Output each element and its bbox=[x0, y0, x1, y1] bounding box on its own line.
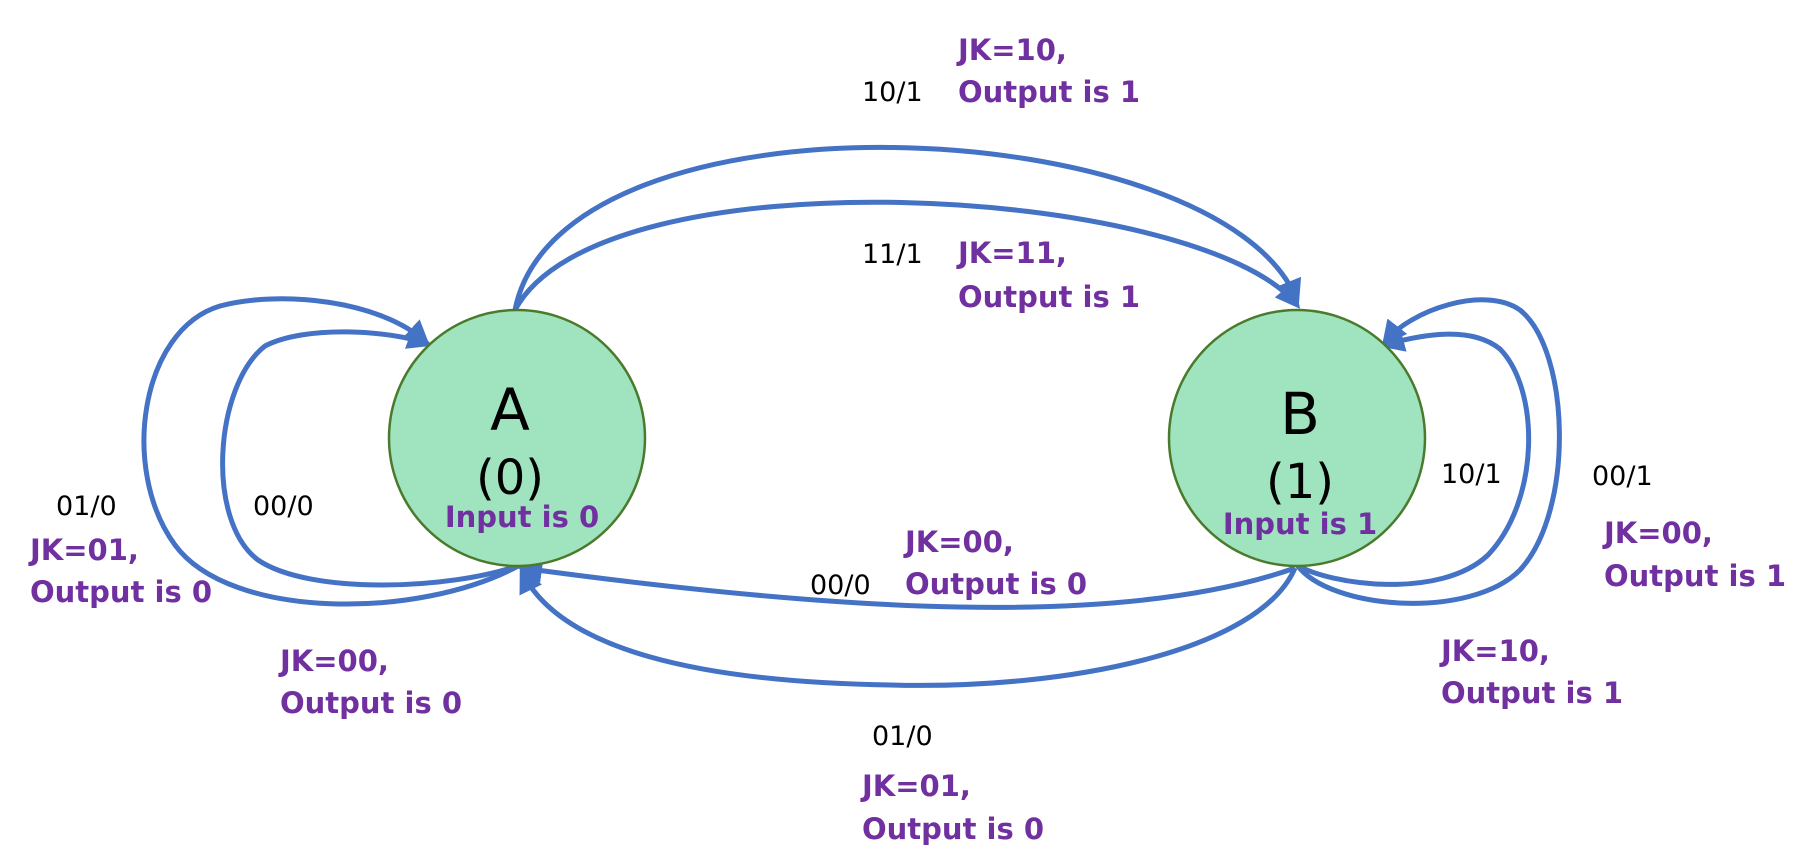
transition-a-to-b-outer: 10/1 JK=10, Output is 1 bbox=[862, 33, 1140, 109]
transition-note-line1: JK=00, bbox=[278, 644, 389, 678]
transition-label: 10/1 bbox=[862, 77, 923, 108]
edges bbox=[141, 145, 1562, 688]
edge-a-self-inner bbox=[220, 325, 521, 588]
state-a-name: A bbox=[490, 376, 530, 444]
state-b-code: (1) bbox=[1266, 454, 1334, 510]
transition-note-line1: JK=10, bbox=[956, 33, 1067, 67]
transition-note-line2: Output is 0 bbox=[905, 567, 1087, 601]
state-b-circle bbox=[1167, 308, 1427, 568]
transition-label: 11/1 bbox=[862, 239, 923, 270]
transition-b-self-inner: 10/1 JK=10, Output is 1 bbox=[1439, 459, 1623, 710]
state-a-code: (0) bbox=[476, 450, 544, 506]
transition-note-line1: JK=01, bbox=[860, 769, 971, 803]
transition-label: 01/0 bbox=[56, 491, 117, 522]
transition-note-line2: Output is 0 bbox=[862, 812, 1044, 846]
transition-label: 01/0 bbox=[872, 721, 933, 752]
transition-note-line1: JK=11, bbox=[956, 236, 1067, 270]
transition-label: 00/0 bbox=[810, 570, 871, 601]
state-a: A (0) Input is 0 bbox=[387, 308, 647, 568]
transition-note-line1: JK=00, bbox=[903, 525, 1014, 559]
transition-note-line2: Output is 1 bbox=[1604, 559, 1786, 593]
edge-b-to-a-lower bbox=[519, 567, 1298, 688]
state-b-note: Input is 1 bbox=[1223, 507, 1377, 541]
state-a-note: Input is 0 bbox=[445, 500, 599, 534]
transition-note-line1: JK=00, bbox=[1602, 516, 1713, 550]
transition-a-self-outer: 01/0 JK=01, Output is 0 bbox=[28, 491, 212, 609]
state-b-name: B bbox=[1280, 380, 1320, 448]
edge-b-to-a-upper bbox=[517, 558, 1296, 610]
transition-label: 00/0 bbox=[253, 491, 314, 522]
transition-label: 10/1 bbox=[1441, 459, 1502, 490]
transition-note-line2: Output is 1 bbox=[1441, 676, 1623, 710]
transition-a-self-inner: 00/0 JK=00, Output is 0 bbox=[253, 491, 462, 720]
transition-note-line2: Output is 0 bbox=[30, 575, 212, 609]
edge-b-self-inner bbox=[1295, 327, 1532, 587]
edge-a-to-b-outer bbox=[512, 145, 1302, 311]
transition-label: 00/1 bbox=[1592, 461, 1653, 492]
transition-b-self-outer: 00/1 JK=00, Output is 1 bbox=[1592, 461, 1786, 593]
edge-b-self-outer bbox=[1294, 297, 1562, 606]
edge-a-to-b-inner bbox=[512, 199, 1301, 312]
transition-note-line1: JK=10, bbox=[1439, 634, 1550, 668]
transition-note-line2: Output is 1 bbox=[958, 75, 1140, 109]
state-a-circle bbox=[387, 308, 647, 568]
transition-note-line2: Output is 0 bbox=[280, 686, 462, 720]
state-b: B (1) Input is 1 bbox=[1167, 308, 1427, 568]
transition-b-to-a-lower: 01/0 JK=01, Output is 0 bbox=[860, 721, 1044, 846]
transition-a-to-b-inner: 11/1 JK=11, Output is 1 bbox=[862, 236, 1140, 314]
transition-note-line2: Output is 1 bbox=[958, 280, 1140, 314]
transition-b-to-a-upper: 00/0 JK=00, Output is 0 bbox=[810, 525, 1087, 601]
edge-a-self-outer bbox=[141, 296, 522, 607]
transition-note-line1: JK=01, bbox=[28, 533, 139, 567]
